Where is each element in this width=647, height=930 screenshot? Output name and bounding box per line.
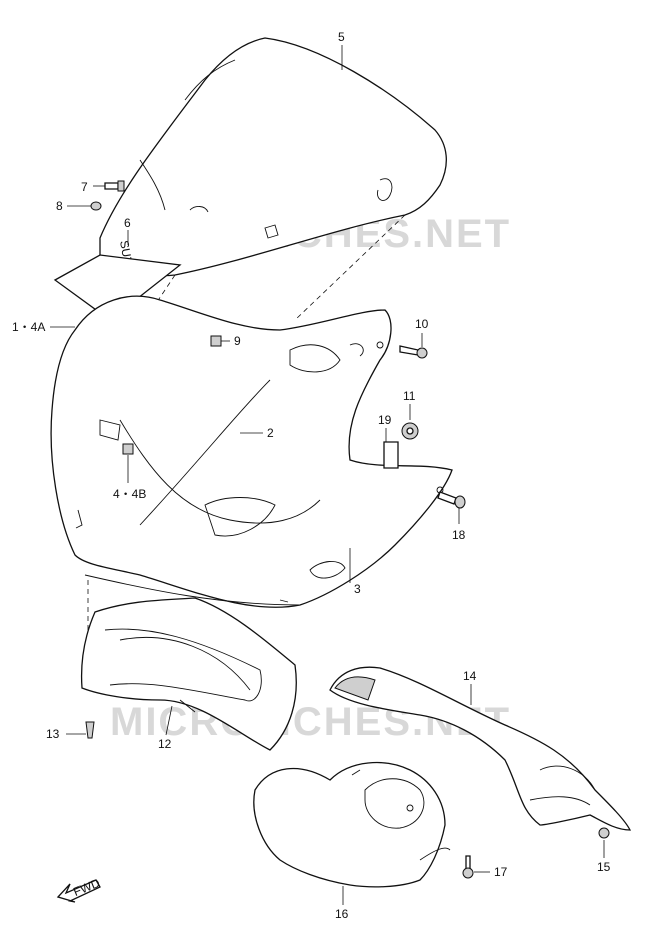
callout-3: 3 (354, 582, 361, 596)
part-13-screw[interactable] (85, 721, 95, 739)
part-19-clip[interactable] (383, 441, 399, 469)
part-7-screw[interactable] (104, 180, 125, 192)
part-9-nut[interactable] (210, 335, 222, 347)
callout-15: 15 (597, 860, 611, 874)
callout-12: 12 (158, 737, 172, 751)
callout-6: 6 (124, 216, 131, 230)
fwd-label: FWD (71, 876, 102, 899)
callout-10: 10 (415, 317, 429, 331)
part-4-nut[interactable] (122, 443, 134, 455)
callout-19: 19 (378, 413, 392, 427)
part-10-bolt[interactable] (399, 345, 428, 359)
callout-13: 13 (46, 727, 60, 741)
part-16-heat-shield[interactable] (253, 761, 451, 888)
part-5-windscreen[interactable] (99, 37, 447, 277)
callout-18: 18 (452, 528, 466, 542)
callout-16: 16 (335, 907, 349, 921)
callout-5: 5 (338, 30, 345, 44)
part-1-mount-plate[interactable] (53, 254, 182, 321)
callout-1-4a: 1・4A (12, 320, 45, 334)
callout-7: 7 (81, 180, 88, 194)
callout-9: 9 (234, 334, 241, 348)
callout-17: 17 (494, 865, 508, 879)
part-17-bolt[interactable] (462, 855, 474, 879)
part-11-grommet[interactable] (401, 422, 419, 440)
alignment-line (294, 214, 406, 321)
part-14-air-duct[interactable] (329, 666, 632, 831)
leader-lines (50, 45, 605, 905)
part-3-cowling-edge[interactable] (84, 574, 301, 606)
part-15-screw[interactable] (598, 827, 610, 839)
callout-labels: 5 7 8 6 1・4A 9 10 2 11 19 4・4B 18 3 14 1… (12, 30, 611, 921)
part-18-screw[interactable] (437, 491, 466, 509)
part-12-inner-panel[interactable] (80, 597, 297, 751)
callout-2: 2 (267, 426, 274, 440)
part-8-washer[interactable] (90, 201, 102, 211)
callout-11: 11 (403, 389, 416, 403)
callout-8: 8 (56, 199, 63, 213)
callout-14: 14 (463, 669, 477, 683)
part-2-main-cowling[interactable] (50, 295, 453, 608)
fwd-arrow-icon (56, 879, 101, 903)
callout-4-4b: 4・4B (113, 487, 146, 501)
